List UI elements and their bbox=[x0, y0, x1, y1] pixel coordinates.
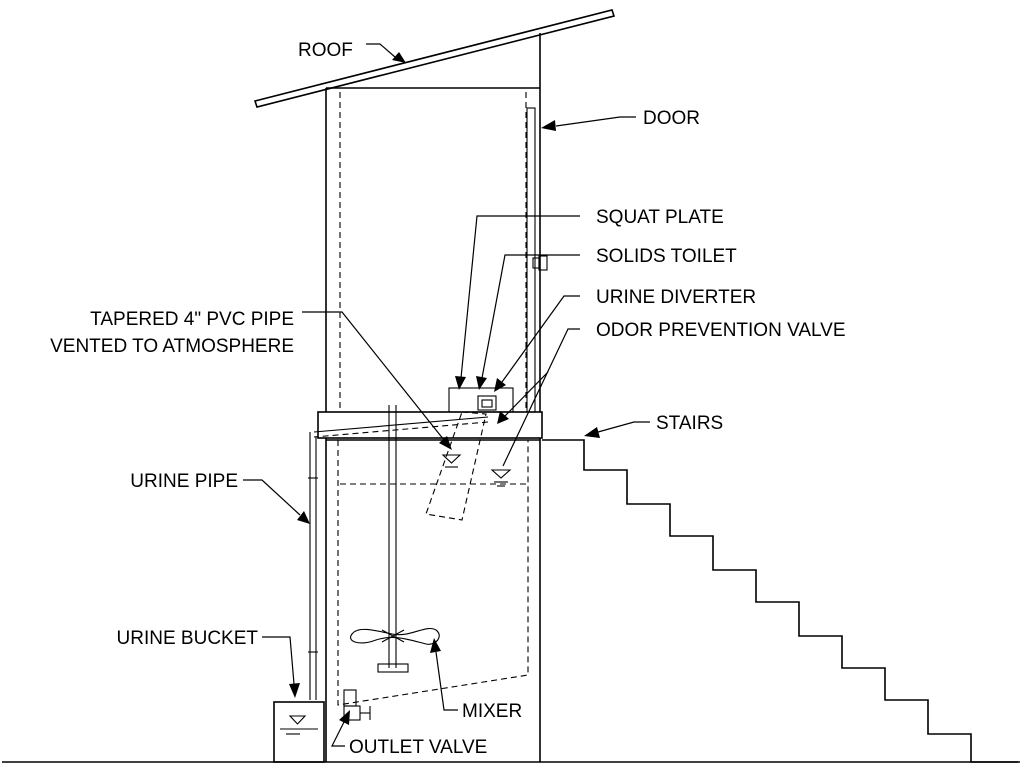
door bbox=[526, 107, 536, 413]
leader-pvc-pipe bbox=[302, 311, 452, 450]
label-urine-diverter: URINE DIVERTER bbox=[596, 287, 756, 308]
leader-squat-plate bbox=[455, 215, 580, 390]
leader-solids-toilet bbox=[476, 254, 580, 390]
squat-plate bbox=[448, 387, 514, 413]
label-pvc-pipe-line2: VENTED TO ATMOSPHERE bbox=[50, 336, 294, 357]
urine-diverter bbox=[477, 395, 497, 411]
outlet-valve bbox=[343, 689, 371, 721]
label-urine-bucket: URINE BUCKET bbox=[117, 628, 259, 649]
label-urine-pipe: URINE PIPE bbox=[130, 471, 238, 492]
label-outlet-valve: OUTLET VALVE bbox=[349, 737, 487, 758]
leader-odor-prevention-valve bbox=[497, 328, 580, 467]
leader-urine-diverter bbox=[494, 295, 580, 392]
door-handle bbox=[532, 255, 548, 271]
leader-mixer bbox=[430, 638, 458, 711]
label-mixer: MIXER bbox=[462, 701, 522, 722]
label-stairs: STAIRS bbox=[656, 413, 723, 434]
leader-roof bbox=[366, 43, 406, 63]
stairs bbox=[542, 439, 1018, 763]
label-odor-prevention-valve: ODOR PREVENTION VALVE bbox=[596, 320, 846, 341]
urine-bucket bbox=[273, 701, 325, 763]
leader-outlet-valve bbox=[331, 710, 350, 747]
vault bbox=[325, 438, 541, 762]
label-roof: ROOF bbox=[298, 40, 353, 61]
urine-pipe bbox=[308, 416, 489, 700]
label-solids-toilet: SOLIDS TOILET bbox=[596, 246, 737, 267]
odor-prevention-valve bbox=[490, 469, 512, 487]
label-squat-plate: SQUAT PLATE bbox=[596, 207, 724, 228]
leader-urine-bucket bbox=[262, 636, 300, 698]
mixer bbox=[350, 405, 440, 673]
leader-door bbox=[541, 116, 636, 131]
cabin bbox=[325, 87, 541, 412]
leader-stairs bbox=[584, 421, 650, 438]
leader-urine-pipe bbox=[243, 479, 310, 524]
label-door: DOOR bbox=[643, 108, 700, 129]
roof bbox=[253, 9, 616, 108]
tapered-pvc-pipe bbox=[425, 411, 487, 521]
floor-slab bbox=[317, 411, 543, 439]
label-pvc-pipe-line1: TAPERED 4" PVC PIPE bbox=[90, 309, 294, 330]
